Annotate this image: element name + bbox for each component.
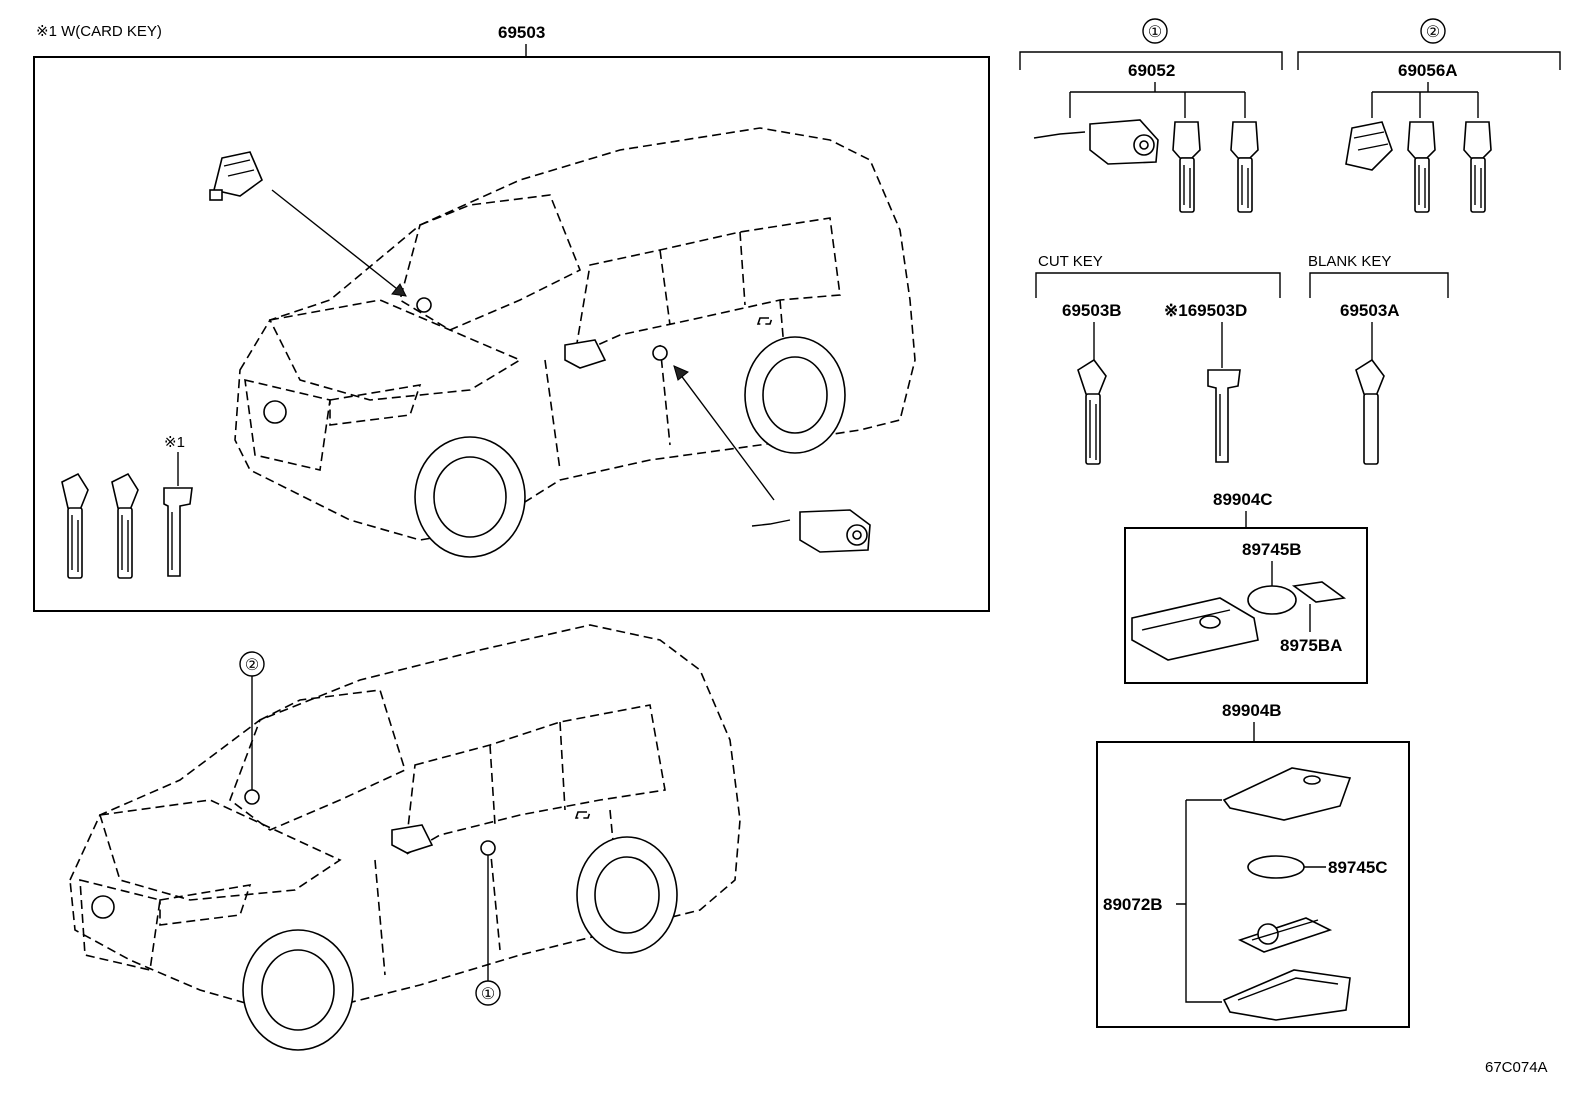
group-2-bracket bbox=[1297, 51, 1561, 70]
master-key-icon bbox=[1407, 121, 1436, 213]
card-key-assy-frame bbox=[1124, 527, 1368, 684]
cut-key-icon bbox=[1077, 358, 1107, 465]
ignition-cylinder-icon bbox=[209, 151, 263, 201]
ignition-cylinder-icon bbox=[1345, 121, 1393, 171]
remote-case-top-icon bbox=[1222, 767, 1352, 821]
group-1-marker: ① bbox=[1148, 24, 1162, 41]
part-number-8975ba: 8975BA bbox=[1280, 636, 1342, 655]
part-number-89745c: 89745C bbox=[1328, 858, 1388, 877]
card-key-case-icon bbox=[1131, 597, 1259, 661]
master-key-icon bbox=[1463, 121, 1492, 213]
insulator-pad-icon bbox=[1291, 581, 1347, 603]
card-key-note: ※1 W(CARD KEY) bbox=[36, 23, 162, 40]
group-2-marker: ② bbox=[1426, 24, 1440, 41]
part-number-89072b: 89072B bbox=[1103, 895, 1163, 914]
master-key-icon bbox=[1230, 121, 1259, 213]
callout-circle bbox=[1420, 18, 1446, 44]
group-1-bracket bbox=[1019, 51, 1283, 70]
vehicle-illustration-bottom bbox=[69, 624, 741, 1051]
battery-icon bbox=[1247, 855, 1305, 879]
part-number-69503b: 69503B bbox=[1062, 301, 1122, 320]
circuit-board-icon bbox=[1237, 917, 1333, 953]
part-number-89904b: 89904B bbox=[1222, 701, 1282, 720]
blank-key-title: BLANK KEY bbox=[1308, 253, 1391, 270]
remote-case-bottom-icon bbox=[1222, 969, 1351, 1021]
vehicle-illustration-top bbox=[234, 127, 916, 558]
part-number-69503a: 69503A bbox=[1340, 301, 1400, 320]
part-number-89745b: 89745B bbox=[1242, 540, 1302, 559]
lock-cylinder-with-wire-icon bbox=[1033, 119, 1159, 165]
blank-key-bracket bbox=[1309, 272, 1449, 298]
89072b-bracket bbox=[1176, 799, 1222, 1003]
blank-key-icon bbox=[1355, 358, 1385, 465]
part-number-69503d: ※169503D bbox=[1164, 301, 1247, 320]
key-slot-marker bbox=[416, 297, 432, 313]
pointer-arrow bbox=[673, 365, 775, 501]
battery-icon bbox=[1247, 585, 1297, 615]
card-key-note-marker: ※1 bbox=[164, 434, 185, 451]
remote-key-assy-frame bbox=[1096, 741, 1410, 1028]
callout-2: ② bbox=[245, 657, 259, 674]
cut-key-icon bbox=[61, 472, 89, 579]
part-number-89904c: 89904C bbox=[1213, 490, 1273, 509]
card-key-blade-icon bbox=[163, 487, 193, 577]
group-1-leaders bbox=[1069, 82, 1246, 118]
callout-circle bbox=[1142, 18, 1168, 44]
door-lock-marker bbox=[480, 840, 496, 856]
door-lock-marker bbox=[652, 345, 668, 361]
part-number-69052: 69052 bbox=[1128, 61, 1175, 80]
door-lock-cylinder-icon bbox=[751, 509, 871, 553]
card-key-blade-icon bbox=[1207, 369, 1241, 463]
diagram-id: 67C074A bbox=[1485, 1059, 1548, 1076]
master-key-icon bbox=[1172, 121, 1201, 213]
callout-1: ① bbox=[481, 986, 495, 1003]
main-assembly-frame bbox=[33, 56, 990, 612]
cut-key-title: CUT KEY bbox=[1038, 253, 1103, 270]
part-number-69503: 69503 bbox=[498, 23, 545, 42]
cut-key-bracket bbox=[1035, 272, 1281, 298]
group-2-leaders bbox=[1371, 82, 1479, 118]
part-number-69056a: 69056A bbox=[1398, 61, 1458, 80]
pointer-arrow bbox=[271, 189, 407, 297]
cut-key-icon bbox=[111, 472, 139, 579]
key-slot-marker bbox=[244, 789, 260, 805]
